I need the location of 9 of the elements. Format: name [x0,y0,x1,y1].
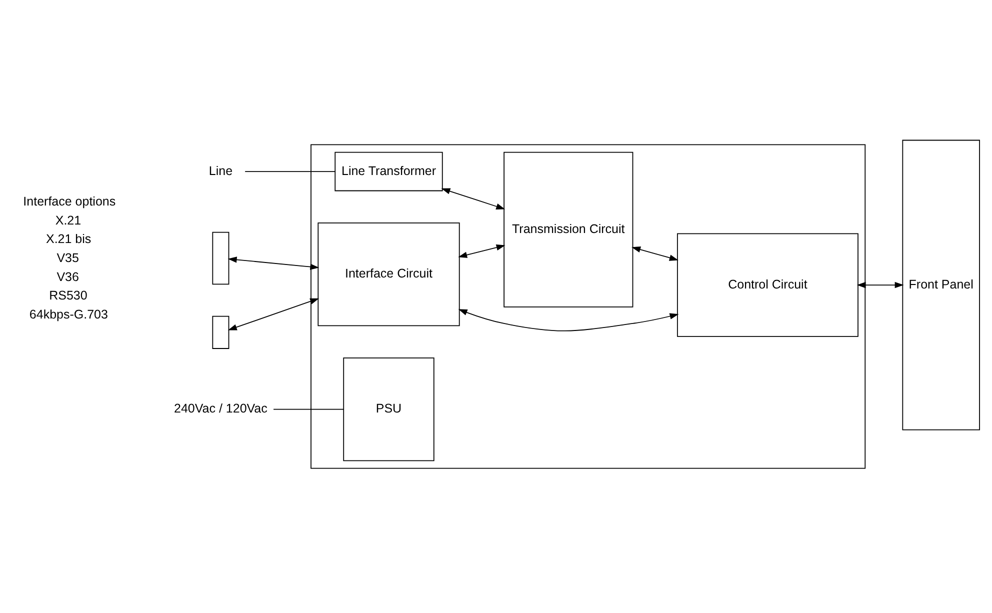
label: X.21 bis [46,232,92,246]
label: V36 [56,270,79,284]
label: X.21 [55,213,82,228]
label: Interface options [23,194,116,209]
node-text: 240Vac / 120Vac [174,402,268,416]
label: V35 [56,250,79,265]
label: RS530 [49,288,88,303]
label: 64kbps-G.703 [29,307,108,322]
node-text: Line [208,164,233,178]
